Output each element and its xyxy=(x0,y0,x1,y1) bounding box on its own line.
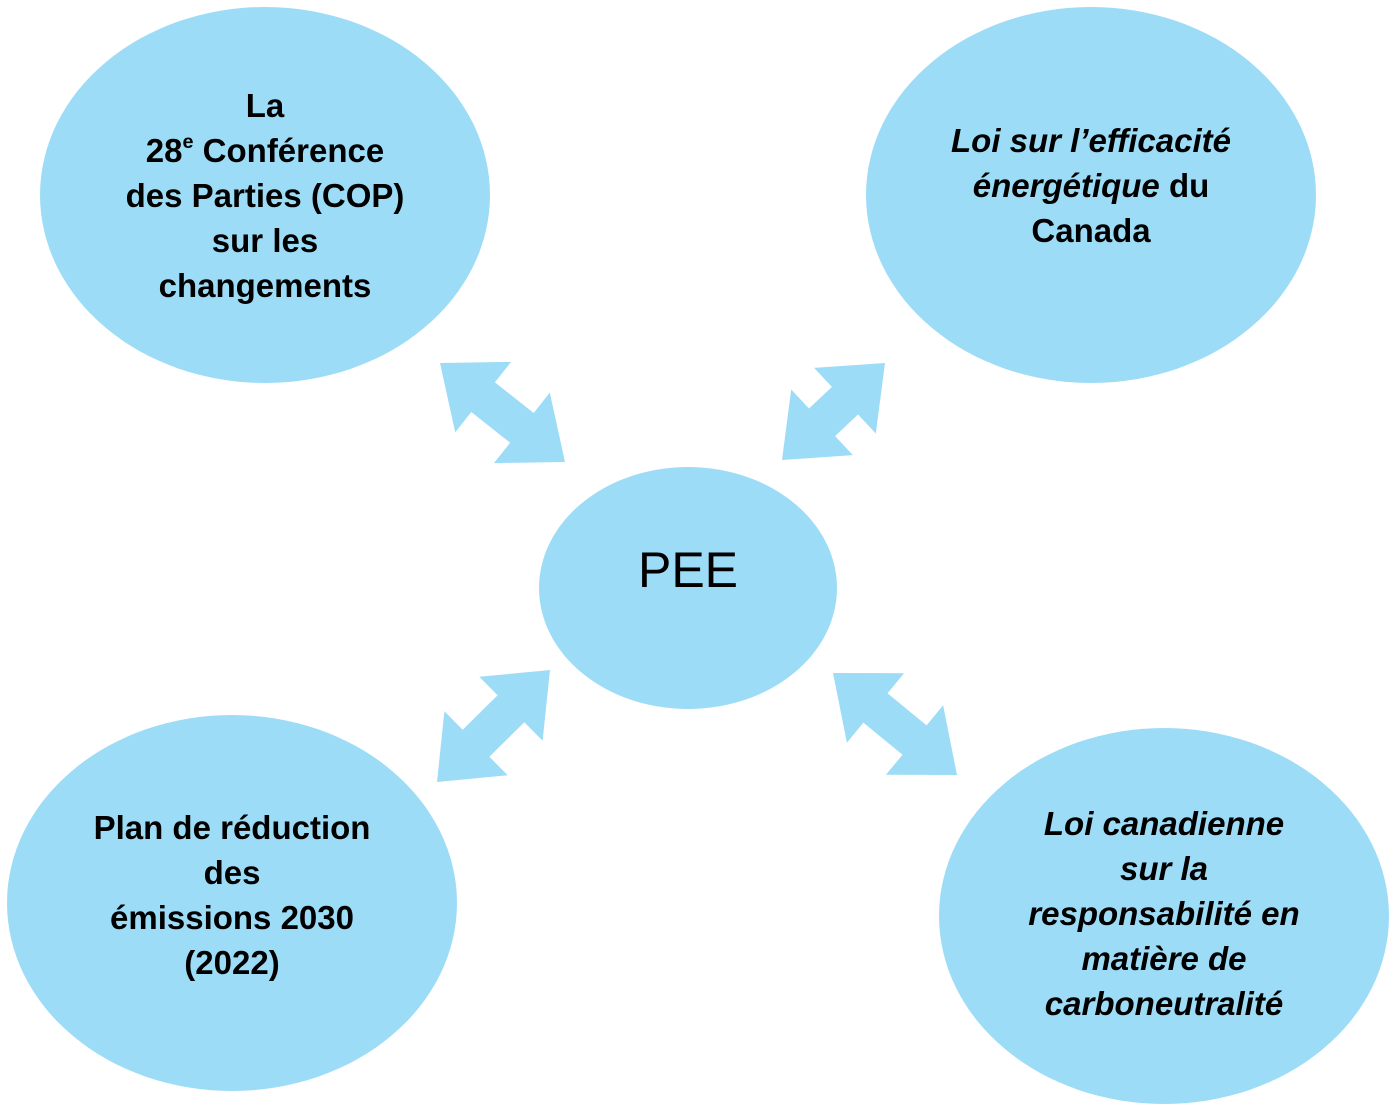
top-left-line-5: changements xyxy=(158,266,372,304)
top-left-ordinal: 28 xyxy=(145,131,183,169)
top-left-line-3: des Parties (COP) xyxy=(125,176,405,214)
bottom-right-line-4: matière de xyxy=(1081,939,1247,977)
bottom-left-text: Plan de réduction des émissions 2030 (20… xyxy=(52,800,412,990)
bubble-center-pee xyxy=(539,467,837,709)
bubble-top-right xyxy=(866,7,1316,383)
arrow-top-left xyxy=(440,361,565,464)
top-right-text: Loi sur l’efficacité énergétique du Cana… xyxy=(911,115,1271,255)
arrow-bottom-right xyxy=(833,673,957,775)
top-right-line-3: Canada xyxy=(1031,211,1151,249)
top-left-conference: Conférence xyxy=(193,131,385,169)
bottom-right-line-5: carboneutralité xyxy=(1044,984,1284,1022)
top-left-superscript: e xyxy=(182,130,194,153)
bubble-top-left xyxy=(40,7,490,383)
arrow-top-right xyxy=(782,363,885,460)
bottom-right-line-3: responsabilité en xyxy=(1028,894,1300,932)
bottom-left-line-4: (2022) xyxy=(184,944,280,981)
arrow-bottom-left xyxy=(437,670,550,782)
bottom-right-line-2: sur la xyxy=(1119,849,1209,887)
bottom-left-line-2: des xyxy=(203,854,261,891)
top-left-text: La 28e Conférence des Parties (COP) sur … xyxy=(85,75,445,315)
bottom-right-text: Loi canadienne sur la responsabilité en … xyxy=(974,798,1354,1028)
bottom-right-line-1: Loi canadienne xyxy=(1043,804,1285,842)
bubble-bottom-left xyxy=(7,715,457,1091)
top-right-line-2: énergétique du xyxy=(973,163,1210,208)
top-right-du: du xyxy=(1159,166,1210,204)
top-right-line-1: Loi sur l’efficacité xyxy=(951,121,1231,159)
center-label: PEE xyxy=(637,542,739,598)
bubble-bottom-right xyxy=(939,728,1389,1104)
bottom-left-line-1: Plan de réduction xyxy=(93,809,371,846)
top-left-line-1: La xyxy=(245,86,285,124)
bottom-left-line-3: émissions 2030 xyxy=(110,899,354,936)
top-left-line-2: 28e Conférence xyxy=(146,128,384,173)
top-right-energetique: énergétique xyxy=(972,166,1160,204)
top-left-line-4: sur les xyxy=(211,221,319,259)
